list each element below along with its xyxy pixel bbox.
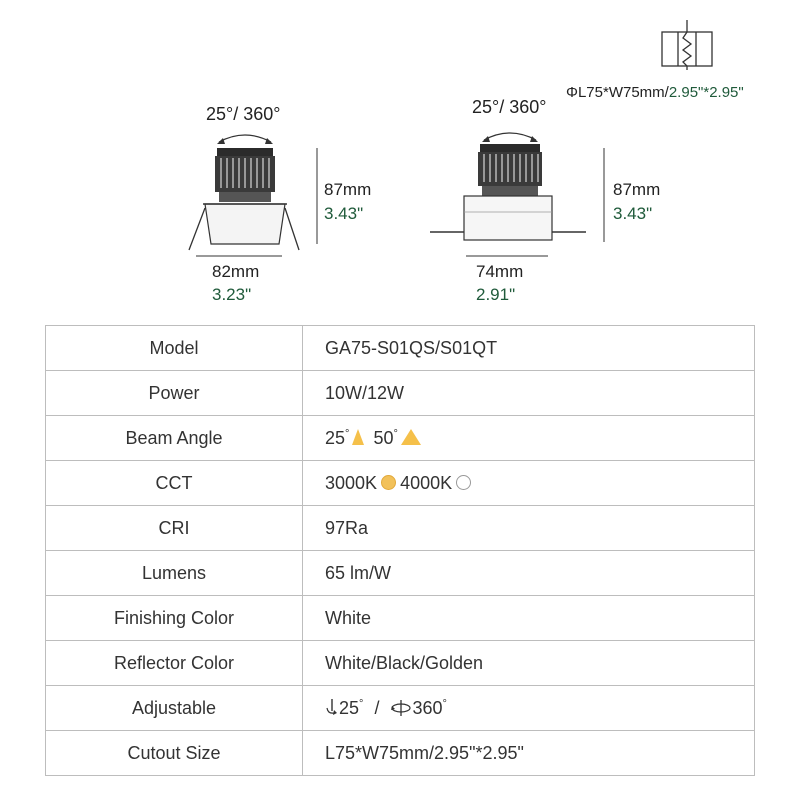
beam-angle-wide-value: 50 bbox=[373, 427, 394, 448]
spec-value: 10W/12W bbox=[302, 370, 755, 416]
wall-cutout-icon bbox=[661, 20, 713, 70]
table-row: Cutout Size L75*W75mm/2.95"*2.95" bbox=[45, 730, 755, 776]
beam-angle-narrow-value: 25 bbox=[325, 427, 346, 448]
spec-label: CRI bbox=[45, 505, 303, 551]
cct-warm-value: 3000K bbox=[325, 472, 378, 493]
spec-label: Model bbox=[45, 325, 303, 371]
cool-dot-icon bbox=[456, 474, 472, 490]
left-angle-label: 25°/ 360° bbox=[206, 104, 281, 124]
left-height-mm: 87mm bbox=[324, 180, 372, 199]
spec-label: CCT bbox=[45, 460, 303, 506]
beam-wide-icon bbox=[400, 428, 421, 445]
table-row: CCT 3000K 4000K bbox=[45, 460, 755, 506]
spec-value: L75*W75mm/2.95"*2.95" bbox=[302, 730, 755, 776]
table-row: Power 10W/12W bbox=[45, 370, 755, 416]
right-width-in: 2.91" bbox=[476, 285, 516, 304]
right-height-mm: 87mm bbox=[613, 180, 661, 199]
tilt-icon bbox=[326, 698, 337, 715]
specs-table: Model GA75-S01QS/S01QT Power 10W/12W Bea… bbox=[45, 325, 755, 776]
spec-label: Cutout Size bbox=[45, 730, 303, 776]
cutout-dimension-label: ΦL75*W75mm/2.95"*2.95" bbox=[566, 84, 744, 101]
left-height-dimension-line bbox=[316, 148, 318, 244]
cct-cool-value: 4000K bbox=[400, 472, 453, 493]
warm-dot-icon bbox=[381, 474, 397, 490]
beam-narrow-icon bbox=[352, 428, 365, 445]
spec-label: Reflector Color bbox=[45, 640, 303, 686]
table-row: Adjustable 25° / 360° bbox=[45, 685, 755, 731]
spec-value: GA75-S01QS/S01QT bbox=[302, 325, 755, 371]
spec-value: 97Ra bbox=[302, 505, 755, 551]
left-width-dimension-line bbox=[196, 255, 282, 257]
spec-value: White/Black/Golden bbox=[302, 640, 755, 686]
rotate-icon bbox=[391, 699, 412, 716]
spec-value: 3000K 4000K bbox=[302, 460, 755, 506]
left-width-mm: 82mm bbox=[212, 262, 260, 281]
spec-label: Adjustable bbox=[45, 685, 303, 731]
right-downlight-drawing bbox=[430, 132, 586, 241]
left-width-in: 3.23" bbox=[212, 285, 252, 304]
spec-value: White bbox=[302, 595, 755, 641]
left-height-in: 3.43" bbox=[324, 204, 364, 223]
spec-label: Finishing Color bbox=[45, 595, 303, 641]
spec-label: Beam Angle bbox=[45, 415, 303, 461]
right-width-mm: 74mm bbox=[476, 262, 524, 281]
right-height-dimension-line bbox=[603, 148, 605, 242]
spec-value: 25° 50° bbox=[302, 415, 755, 461]
spec-label: Power bbox=[45, 370, 303, 416]
tilt-value: 25 bbox=[339, 697, 360, 718]
table-row: Finishing Color White bbox=[45, 595, 755, 641]
left-downlight-drawing bbox=[188, 134, 300, 251]
rotate-value: 360 bbox=[412, 697, 443, 718]
table-row: Lumens 65 lm/W bbox=[45, 550, 755, 596]
table-row: CRI 97Ra bbox=[45, 505, 755, 551]
spec-label: Lumens bbox=[45, 550, 303, 596]
right-height-in: 3.43" bbox=[613, 204, 653, 223]
adjustable-separator: / bbox=[374, 697, 380, 718]
table-row: Model GA75-S01QS/S01QT bbox=[45, 325, 755, 371]
table-row: Reflector Color White/Black/Golden bbox=[45, 640, 755, 686]
table-row: Beam Angle 25° 50° bbox=[45, 415, 755, 461]
right-angle-label: 25°/ 360° bbox=[472, 97, 547, 117]
right-width-dimension-line bbox=[466, 255, 548, 257]
spec-value: 25° / 360° bbox=[302, 685, 755, 731]
spec-value: 65 lm/W bbox=[302, 550, 755, 596]
